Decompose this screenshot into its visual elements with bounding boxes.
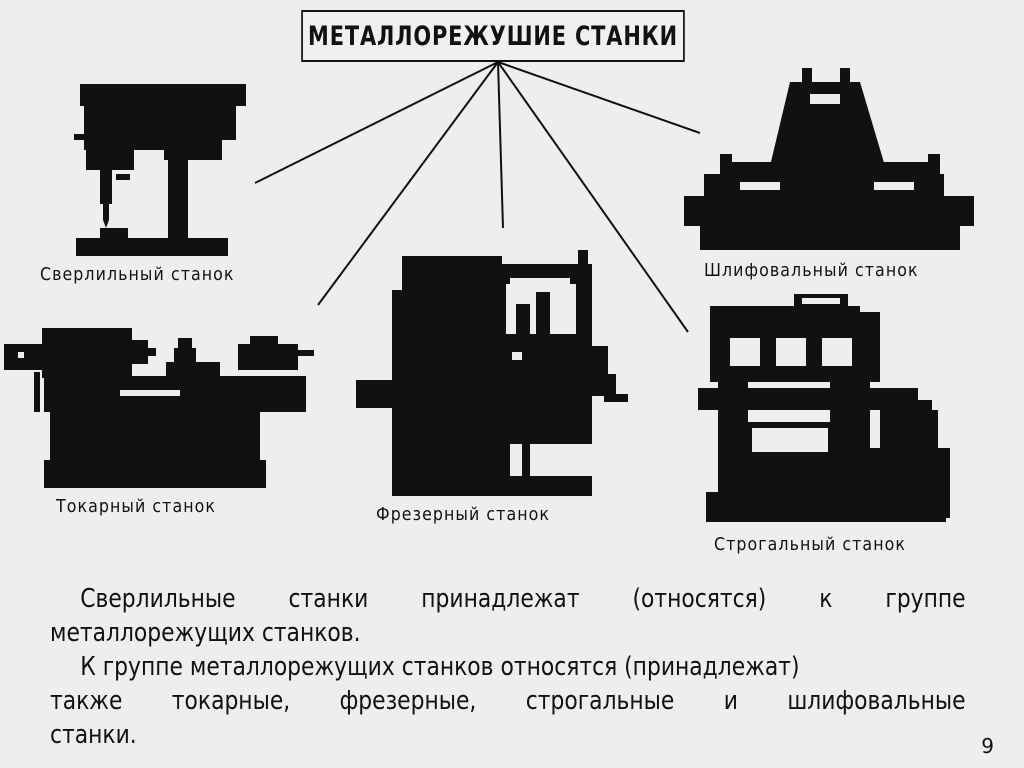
- body-text: Сверлильные станки принадлежат (относятс…: [50, 582, 970, 752]
- grinding-machine-image: [684, 68, 974, 250]
- word: (относятся): [632, 584, 767, 614]
- word: строгальные: [525, 686, 675, 716]
- word: принадлежат: [421, 584, 580, 614]
- paragraph-1-line-1: Сверлильные станки принадлежат (относятс…: [50, 582, 966, 616]
- word: к: [819, 584, 833, 614]
- caption-grinding: Шлифовальный станок: [704, 260, 919, 281]
- paragraph-2-line-3: станки.: [50, 720, 137, 750]
- paragraph-2-line-1: К группе металлорежущих станков относятс…: [80, 652, 800, 682]
- connector-grinding: [497, 61, 701, 134]
- milling-machine-image: [356, 250, 628, 496]
- paragraph-1-line-2: металлорежущих станков.: [50, 618, 361, 648]
- drilling-machine-image: [74, 84, 246, 256]
- page-number: 9: [981, 734, 994, 758]
- word: и: [723, 686, 738, 716]
- connector-turning: [317, 61, 499, 306]
- word: также: [50, 686, 123, 716]
- caption-milling: Фрезерный станок: [376, 504, 551, 525]
- connector-planing: [497, 61, 689, 333]
- word: фрезерные,: [339, 686, 477, 716]
- caption-drilling: Сверлильный станок: [40, 264, 235, 285]
- lathe-machine-image: [4, 328, 314, 488]
- word: токарные,: [171, 686, 291, 716]
- word: группе: [885, 584, 966, 614]
- paragraph-2-line-2: также токарные, фрезерные, строгальные и…: [50, 684, 966, 718]
- word: Сверлильные: [80, 584, 236, 614]
- word: станки: [288, 584, 369, 614]
- diagram-title: МЕТАЛЛОРЕЖУШИЕ СТАНКИ: [301, 10, 685, 62]
- word: шлифовальные: [787, 686, 966, 716]
- connector-milling: [497, 61, 504, 229]
- caption-turning: Токарный станок: [56, 496, 216, 517]
- connector-drilling: [254, 61, 499, 184]
- planer-machine-image: [698, 294, 950, 522]
- caption-planing: Строгальный станок: [714, 534, 906, 555]
